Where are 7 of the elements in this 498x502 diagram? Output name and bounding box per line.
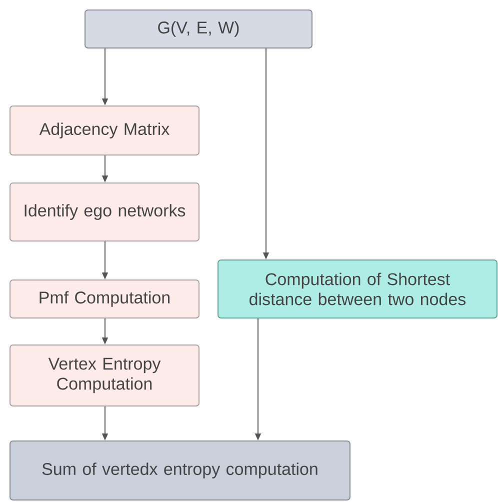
input-box: G(V, E, W) <box>84 10 312 48</box>
process-box: Identify ego networks <box>10 182 200 242</box>
process-box: Vertex Entropy Computation <box>10 344 200 406</box>
process-box: Computation of Shortest distance between two nodes <box>218 260 498 318</box>
process-box: Pmf Computation <box>10 280 200 318</box>
process-box: Adjacency Matrix <box>10 106 200 156</box>
output-box: Sum of vertedx entropy computation <box>10 440 350 500</box>
